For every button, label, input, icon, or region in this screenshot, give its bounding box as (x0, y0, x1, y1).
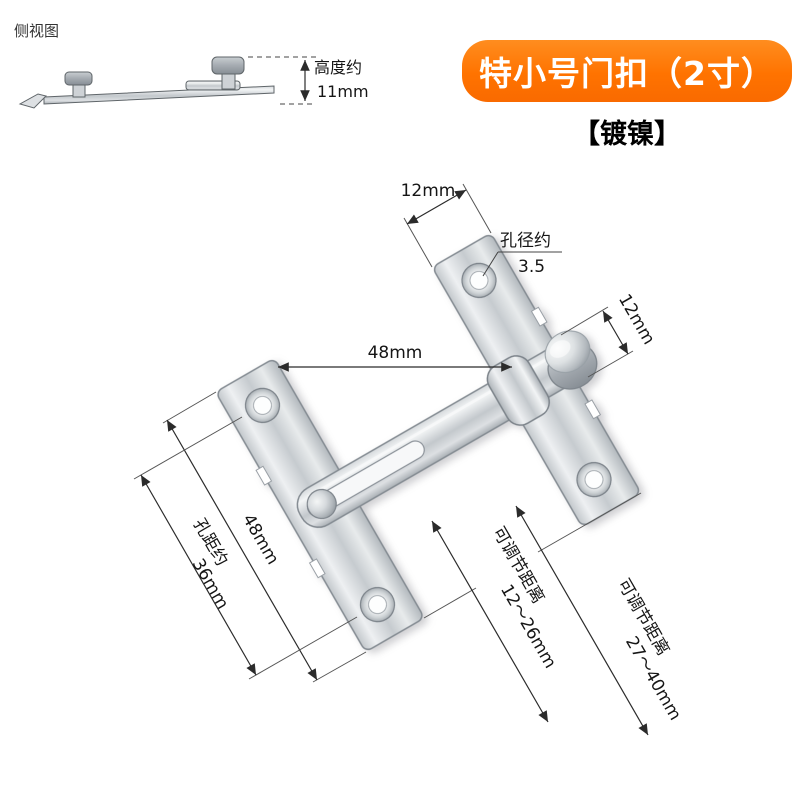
extension-line (133, 416, 243, 480)
plate-notch (530, 306, 548, 327)
product-title: 特小号门扣（2寸） (479, 54, 775, 93)
side-view-drawing (18, 56, 275, 109)
dim-hole-diameter: 孔径约 3.5 (482, 231, 562, 277)
knob (544, 330, 598, 390)
height-dim-value: 11mm (317, 82, 369, 101)
plating-label: 【镀镍】 (573, 119, 681, 150)
dim-knob-width-value: 12mm (614, 291, 659, 348)
dim-adjustable-large-labels: 可调节距离 27～40mm (613, 575, 685, 723)
side-view-title: 侧视图 (14, 22, 60, 40)
screw-hole-center (253, 395, 272, 415)
side-view-rivet-cap (64, 71, 93, 86)
height-dimension: 高度约 11mm (248, 56, 369, 105)
extension-line (462, 183, 492, 234)
dim-hole-diameter-label: 孔径约 (500, 231, 551, 251)
product-title-badge: 特小号门扣（2寸） (462, 40, 792, 102)
dim-hole-spacing-value: 36mm (188, 555, 233, 612)
dimension-arrow (140, 474, 257, 676)
extension-line (403, 217, 433, 268)
leader-line (482, 251, 499, 277)
dim-adjustable-large: 可调节距离 27～40mm (515, 492, 685, 736)
side-view-knob-stem (221, 72, 236, 90)
extension-line (162, 391, 217, 424)
extension-line (587, 350, 634, 378)
dimension-arrow (602, 310, 629, 355)
height-dim-label: 高度约 (314, 58, 362, 77)
extension-line (423, 587, 477, 619)
latch-assembly (217, 234, 640, 651)
dim-adjustable-small-labels: 可调节距离 12～26mm (488, 523, 560, 671)
dim-plate-length-value: 48mm (238, 511, 283, 568)
dimension-arrow (515, 505, 649, 736)
dim-hole-diameter-value: 3.5 (518, 257, 545, 277)
extension-line (248, 616, 358, 680)
screw-hole-center (584, 470, 604, 490)
dim-bar-length-value: 48mm (368, 343, 423, 363)
extension-line (312, 651, 367, 683)
dim-hole-spacing-labels: 孔距约 36mm (188, 515, 233, 612)
strap-guide (486, 355, 550, 426)
side-view-hook (18, 93, 47, 109)
dimension-arrow (406, 189, 467, 225)
side-view-knob-cap (211, 56, 245, 75)
screw-hole-center (368, 595, 387, 615)
knob-highlight (549, 340, 571, 358)
plate-notch (584, 399, 602, 420)
dim-adjustable-small: 可调节距离 12～26mm (423, 520, 560, 723)
dim-bar-length: 48mm (278, 343, 512, 372)
side-view-rivet-stem (72, 83, 86, 98)
dim-plate-top-width: 12mm (401, 181, 492, 268)
extension-line (560, 306, 609, 336)
dim-plate-top-width-value: 12mm (401, 181, 456, 201)
